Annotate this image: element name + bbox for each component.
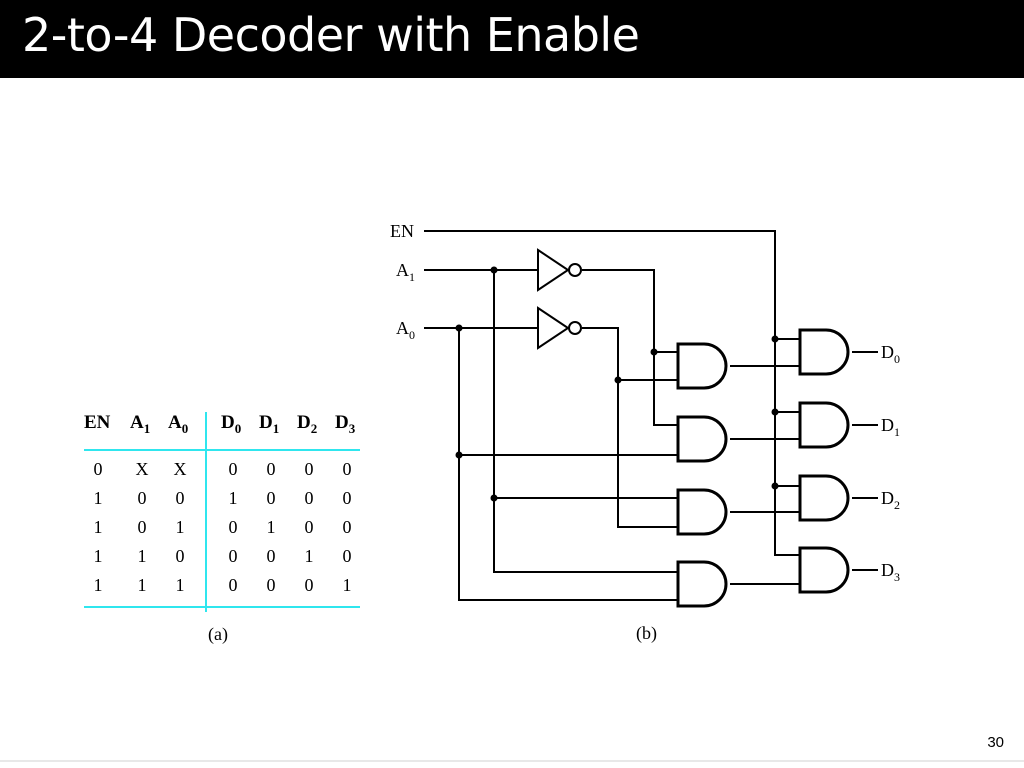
and-gate-d3 (798, 546, 850, 594)
table-cell: 1 (266, 517, 276, 537)
table-cell: X (135, 459, 149, 479)
caption-b: (b) (636, 623, 657, 644)
col-header-d1: D1 (259, 412, 280, 436)
table-cell: 0 (137, 517, 147, 537)
and-gate-d2 (798, 474, 850, 522)
wire-a0-not (582, 327, 678, 528)
and-gate-2 (676, 415, 728, 463)
table-header-rule (84, 449, 360, 451)
table-cell: 0 (137, 488, 147, 508)
truth-table: EN A1 A0 D0 D1 D2 D3 0 X X 0 0 0 0 1 0 0… (84, 404, 362, 614)
table-cell: 0 (228, 459, 238, 479)
and-gate-3 (676, 488, 728, 536)
and-gate-1 (676, 342, 728, 390)
table-cell: 0 (304, 459, 314, 479)
table-cell: 0 (342, 488, 352, 508)
table-cell: 0 (228, 546, 238, 566)
col-header-d0: D0 (221, 412, 242, 436)
table-cell: 0 (228, 575, 238, 595)
not-gate-a0 (537, 306, 570, 350)
wire-outputs (852, 351, 878, 571)
table-cell: 0 (175, 546, 185, 566)
table-cell: 1 (175, 575, 185, 595)
table-cell: 1 (93, 517, 103, 537)
footer-rule (0, 760, 1024, 762)
table-cell: 1 (342, 575, 352, 595)
table-bottom-rule (84, 606, 360, 608)
inverter-bubble-a1 (568, 263, 582, 277)
input-label-a1: A1 (396, 260, 415, 284)
title-bar: 2-to-4 Decoder with Enable (0, 0, 1024, 78)
table-cell: 0 (266, 488, 276, 508)
table-cell: 0 (304, 517, 314, 537)
table-cell: 0 (266, 459, 276, 479)
wire-a1-not (582, 269, 678, 426)
table-cell: 1 (137, 575, 147, 595)
page-number: 30 (987, 734, 1004, 751)
input-label-en: EN (390, 221, 414, 241)
col-header-a0: A0 (168, 412, 189, 436)
input-label-a0: A0 (396, 318, 415, 342)
table-cell: 1 (93, 546, 103, 566)
table-cell: 0 (93, 459, 103, 479)
wire-a1-true (493, 270, 678, 573)
table-cell: 0 (266, 575, 276, 595)
table-cell: 1 (137, 546, 147, 566)
slide-title: 2-to-4 Decoder with Enable (22, 8, 640, 62)
table-cell: 1 (93, 488, 103, 508)
table-cell: 0 (342, 459, 352, 479)
wire-a0-true (458, 328, 678, 601)
table-cell: 0 (342, 546, 352, 566)
table-cell: 1 (228, 488, 238, 508)
wire-en-branches (775, 338, 800, 487)
junction-dots (455, 266, 779, 502)
caption-a: (a) (208, 624, 228, 644)
output-label-d0: D0 (881, 342, 900, 366)
table-cell: 0 (266, 546, 276, 566)
inverter-bubble-a0 (568, 321, 582, 335)
col-header-d2: D2 (297, 412, 318, 436)
table-divider-vertical (205, 412, 207, 612)
table-cell: 1 (93, 575, 103, 595)
table-cell: 0 (304, 575, 314, 595)
col-header-en: EN (84, 412, 111, 433)
output-label-d3: D3 (881, 560, 900, 584)
output-label-d1: D1 (881, 415, 900, 439)
not-gate-a1 (537, 248, 570, 292)
table-cell: 1 (175, 517, 185, 537)
wire-en (424, 230, 800, 556)
table-cell: 1 (304, 546, 314, 566)
col-header-a1: A1 (130, 412, 151, 436)
table-cell: X (173, 459, 187, 479)
and-gate-d0 (798, 328, 850, 376)
table-cell: 0 (175, 488, 185, 508)
output-label-d2: D2 (881, 488, 900, 512)
table-cell: 0 (304, 488, 314, 508)
and-gate-d1 (798, 401, 850, 449)
and-gate-4 (676, 560, 728, 608)
table-cell: 0 (228, 517, 238, 537)
table-cell: 0 (342, 517, 352, 537)
col-header-d3: D3 (335, 412, 356, 436)
